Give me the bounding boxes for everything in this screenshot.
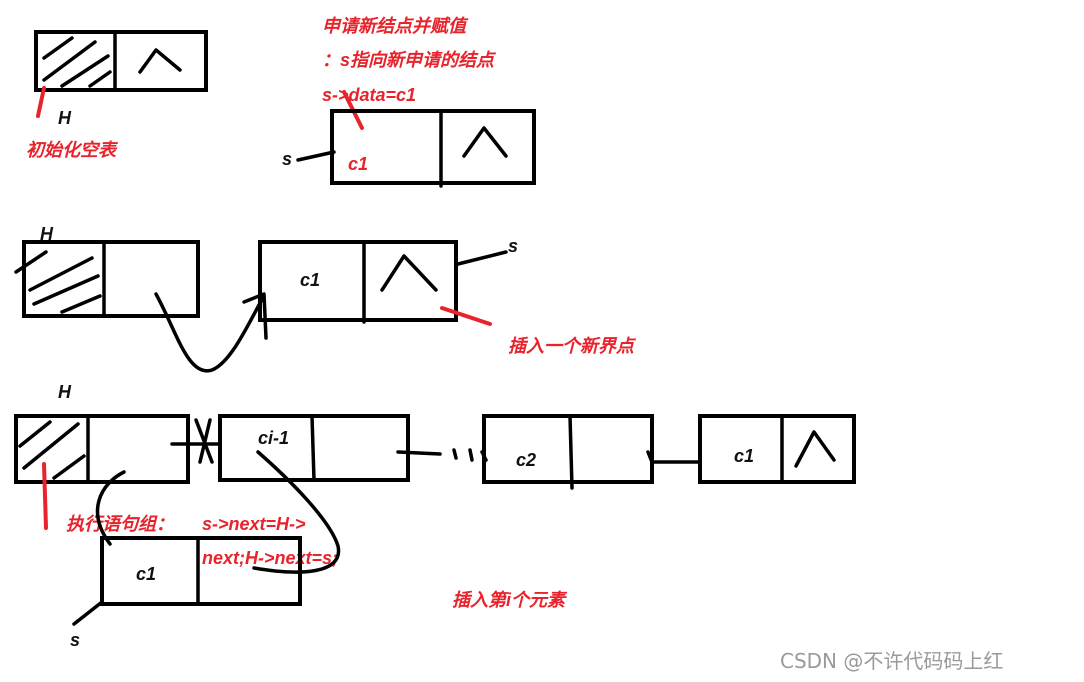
statement-part1: s->next=H-> xyxy=(202,514,306,534)
break-cross-icon xyxy=(194,418,214,464)
init-pointer-mark xyxy=(36,86,46,118)
head-node-2 xyxy=(14,240,200,318)
new-node-c1 xyxy=(330,109,536,188)
next-link-arrow xyxy=(154,292,268,373)
next-link-line xyxy=(646,450,702,464)
link-head-to-s xyxy=(95,470,126,546)
node-data-label: ci-1 xyxy=(258,428,289,448)
head-label-1: H xyxy=(58,108,72,128)
head-label-2: H xyxy=(40,224,54,244)
head-hatch-icon xyxy=(42,36,112,88)
link-s-to-ci xyxy=(252,450,341,574)
ellipsis-dots-icon xyxy=(452,448,488,462)
head-hatch-icon xyxy=(18,420,86,480)
node-c2 xyxy=(482,414,654,490)
exec-pointer-mark xyxy=(42,462,48,530)
insert-pointer-mark xyxy=(440,306,492,326)
s-label-2: s xyxy=(508,236,518,256)
alloc-pointer-note: ：s指向新申请的结点 xyxy=(322,50,497,70)
node-s-c1 xyxy=(100,536,302,606)
exec-statements-note: 执行语句组： xyxy=(66,514,174,534)
node-c1-inserted xyxy=(258,240,458,324)
statement-part2: next;H->next=s; xyxy=(202,548,338,568)
head-label-3: H xyxy=(58,382,72,402)
empty-head-node xyxy=(34,30,208,92)
watermark: CSDN @不许代码码上红 xyxy=(780,649,1003,673)
s-pointer-line xyxy=(72,600,104,626)
init-empty-list-note: 初始化空表 xyxy=(26,140,119,160)
s-pointer-line xyxy=(456,250,508,266)
head-hatch-icon xyxy=(14,250,102,314)
ellipsis-link xyxy=(396,450,442,456)
node-c1-tail xyxy=(698,414,856,484)
insert-ith-note: 插入第i个元素 xyxy=(452,590,568,610)
node-data-label: c1 xyxy=(734,446,754,466)
s-label-3: s xyxy=(70,630,80,650)
node-data-label: c2 xyxy=(516,450,536,470)
s-label-1: s xyxy=(282,149,292,169)
null-caret-icon xyxy=(380,254,438,292)
s-pointer-line xyxy=(296,150,336,162)
null-caret-icon xyxy=(138,48,182,74)
node-ci-1 xyxy=(218,414,410,482)
null-caret-icon xyxy=(462,126,508,158)
insert-new-node-note: 插入一个新界点 xyxy=(508,336,637,356)
null-caret-icon xyxy=(794,430,836,468)
node-data-label: c1 xyxy=(348,154,368,174)
node-data-label: c1 xyxy=(300,270,320,290)
node-data-label: c1 xyxy=(136,564,156,584)
alloc-assign-note: s->data=c1 xyxy=(322,85,416,105)
head-node-3 xyxy=(14,414,190,484)
alloc-title-note: 申请新结点并赋值 xyxy=(322,16,469,36)
